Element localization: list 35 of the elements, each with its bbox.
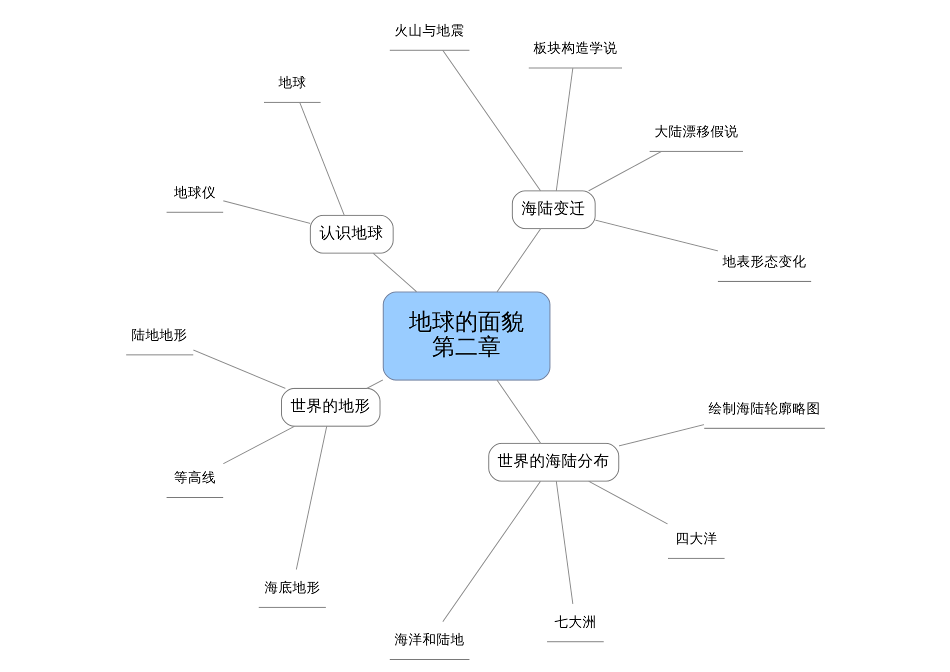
node-text: 大陆漂移假说 [654, 124, 738, 140]
connector [372, 252, 416, 292]
node-text: 绘制海陆轮廓略图 [708, 401, 820, 417]
connector [588, 480, 668, 524]
connector [588, 151, 662, 192]
connector [594, 220, 718, 252]
connector [295, 426, 327, 570]
connector [442, 50, 540, 191]
node-text: 等高线 [173, 470, 216, 486]
connector [366, 379, 383, 389]
node-text: 地表形态变化 [722, 254, 806, 270]
connector [555, 68, 573, 191]
connector [192, 350, 286, 389]
node-box: 认识地球 [309, 214, 394, 254]
connector [496, 380, 541, 444]
connector [298, 102, 344, 216]
connector [555, 481, 573, 604]
node-box: 世界的海陆分布 [488, 442, 619, 482]
node-text: 地球仪 [173, 184, 216, 201]
connector [222, 426, 294, 464]
node-text: 四大洋 [674, 531, 717, 548]
connector [496, 228, 541, 292]
node-box: 地球的面貌 第二章 [382, 291, 550, 381]
node-text: 海洋和陆地 [394, 632, 464, 648]
node-text: 陆地地形 [131, 328, 188, 344]
node-text: 海底地形 [264, 580, 320, 596]
node-text: 板块构造学说 [532, 40, 617, 57]
node-text: 地球 [278, 75, 306, 92]
connector [442, 481, 540, 622]
connector [618, 424, 704, 446]
node-text: 火山与地震 [394, 22, 464, 39]
connector [222, 200, 310, 224]
node-box: 世界的地形 [280, 388, 380, 427]
node-box: 海陆变迁 [511, 190, 596, 230]
node-text: 七大洲 [554, 614, 596, 630]
